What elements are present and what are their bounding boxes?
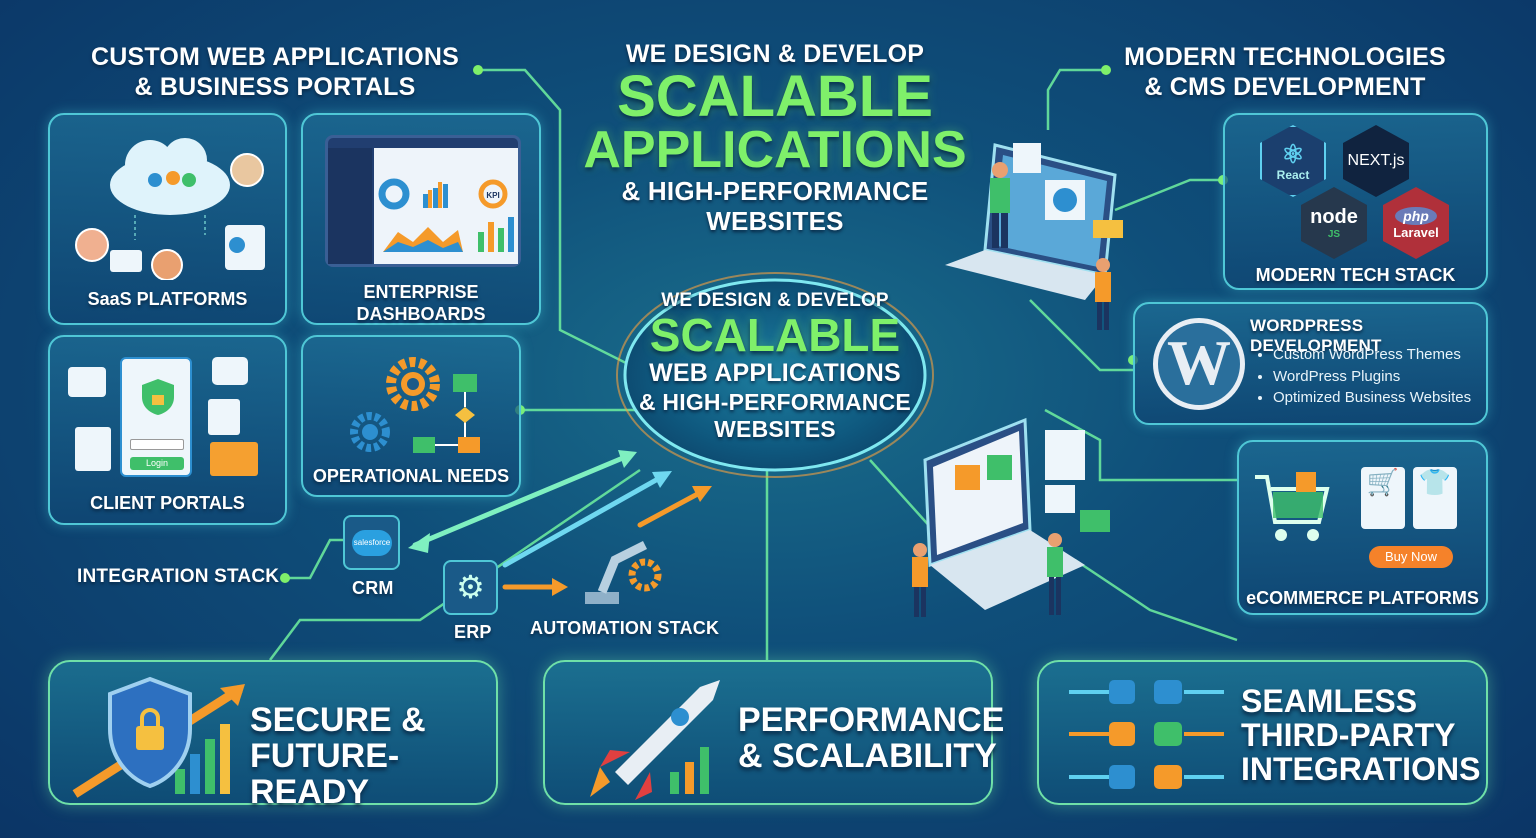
operational-needs-label: OPERATIONAL NEEDS <box>312 466 510 486</box>
operational-needs-card[interactable]: OPERATIONAL NEEDS <box>301 335 521 497</box>
left-heading-line1: CUSTOM WEB APPLICATIONS <box>90 43 460 71</box>
rocket-icon <box>590 680 720 800</box>
tech-stack-card[interactable]: ⚛ React NEXT.js node JS php Laravel MODE… <box>1223 113 1488 290</box>
login-window: Login <box>120 357 192 477</box>
secure-card[interactable]: SECURE & FUTURE-READY <box>48 660 498 810</box>
dashboard-screen: KPI <box>325 135 521 267</box>
mail-icon <box>210 442 258 476</box>
react-logo: ⚛ React <box>1260 125 1326 197</box>
automation-stack-label: AUTOMATION STACK <box>530 618 720 638</box>
hub-scalable: SCALABLE <box>649 309 901 361</box>
hub-line1: WE DESIGN & DEVELOP <box>661 290 889 311</box>
plugs-connectors-icon <box>1069 680 1224 789</box>
performance-title: PERFORMANCE & SCALABILITY <box>738 702 1004 774</box>
wordpress-card[interactable]: W WORDPRESS DEVELOPMENT Custom WordPress… <box>1133 302 1488 425</box>
performance-card[interactable]: PERFORMANCE & SCALABILITY <box>543 660 1004 805</box>
hub-line4: & HIGH-PERFORMANCE <box>639 389 911 415</box>
erp-gear-icon[interactable]: ⚙ <box>443 560 498 615</box>
secure-title-line1: SECURE & <box>250 701 426 739</box>
center-heading-applications: APPLICATIONS <box>583 121 967 179</box>
node-label: node <box>1310 206 1358 228</box>
secure-title-line2: FUTURE-READY <box>250 737 400 811</box>
integrations-title-line1: SEAMLESS <box>1241 683 1418 719</box>
wordpress-list: Custom WordPress Themes WordPress Plugin… <box>1273 344 1471 409</box>
login-button: Login <box>130 457 184 470</box>
hub-line3: WEB APPLICATIONS <box>649 359 901 387</box>
wordpress-item: Custom WordPress Themes <box>1273 344 1471 366</box>
erp-label: ERP <box>454 622 492 642</box>
crm-label: CRM <box>352 578 394 598</box>
saas-platforms-card[interactable]: SaaS PLATFORMS <box>48 113 287 325</box>
client-portals-card[interactable]: Login CLIENT PORTALS <box>48 335 287 525</box>
wordpress-item: WordPress Plugins <box>1273 366 1471 388</box>
node-sub-label: JS <box>1327 229 1341 240</box>
integrations-title-line3: INTEGRATIONS <box>1241 751 1481 787</box>
crm-box[interactable]: salesforce <box>343 515 400 570</box>
integrations-title-line2: THIRD-PARTY <box>1241 717 1456 753</box>
performance-title-line2: & SCALABILITY <box>738 737 997 775</box>
shield-lock-icon <box>142 379 174 415</box>
integrations-card[interactable]: SEAMLESS THIRD-PARTY INTEGRATIONS <box>1037 660 1488 805</box>
nextjs-logo: NEXT.js <box>1343 125 1409 197</box>
wordpress-logo-icon: W <box>1153 318 1245 410</box>
center-heading-line4: & HIGH-PERFORMANCE <box>621 176 929 206</box>
hub-line5: WEBSITES <box>714 416 836 442</box>
nextjs-label: NEXT.js <box>1347 152 1405 169</box>
wordpress-title: WORDPRESS DEVELOPMENT <box>1250 316 1382 355</box>
shopping-cart-icon <box>1255 472 1330 541</box>
center-heading: WE DESIGN & DEVELOP SCALABLE APPLICATION… <box>560 40 990 235</box>
document-icon <box>75 427 111 471</box>
ecommerce-label: eCOMMERCE PLATFORMS <box>1246 588 1479 608</box>
integration-stack-label: INTEGRATION STACK <box>77 566 280 587</box>
php-laravel-logo: php Laravel <box>1383 187 1449 259</box>
left-heading-line2: & BUSINESS PORTALS <box>134 73 416 101</box>
enterprise-dashboards-card[interactable]: KPI ENTERPRISE DASHBOARDS <box>301 113 541 325</box>
react-label: React <box>1276 168 1310 182</box>
center-hub: WE DESIGN & DEVELOP SCALABLE WEB APPLICA… <box>625 290 925 442</box>
salesforce-logo: salesforce <box>352 530 392 556</box>
tech-stack-label: MODERN TECH STACK <box>1255 265 1456 285</box>
kpi-text: KPI <box>486 191 499 200</box>
react-icon: ⚛ <box>1281 139 1305 169</box>
integrations-title: SEAMLESS THIRD-PARTY INTEGRATIONS <box>1241 684 1480 786</box>
enterprise-label-line1: ENTERPRISE <box>363 282 479 302</box>
laravel-label: Laravel <box>1393 224 1439 240</box>
robot-arm-icon <box>585 540 662 604</box>
center-heading-line5: WEBSITES <box>706 206 844 236</box>
enterprise-label-line2: DASHBOARDS <box>356 304 486 324</box>
shield-growth-icon <box>72 676 245 798</box>
ecommerce-card[interactable]: 🛒 👕 Buy Now eCOMMERCE PLATFORMS <box>1237 440 1488 615</box>
right-heading-line1: MODERN TECHNOLOGIES <box>1124 43 1446 71</box>
document-icon <box>208 399 240 435</box>
left-heading: CUSTOM WEB APPLICATIONS & BUSINESS PORTA… <box>70 42 480 102</box>
profile-card-icon <box>68 367 106 397</box>
center-heading-scalable: SCALABLE <box>617 64 933 129</box>
gears-workflow-icon <box>350 357 480 453</box>
wordpress-item: Optimized Business Websites <box>1273 387 1471 409</box>
center-heading-line1: WE DESIGN & DEVELOP <box>625 40 925 68</box>
right-heading-line2: & CMS DEVELOPMENT <box>1144 73 1426 101</box>
nodejs-logo: node JS <box>1301 187 1367 259</box>
product-card-shirt-icon: 👕 <box>1413 467 1457 529</box>
chat-bubble-icon <box>212 357 248 385</box>
developer-laptop-illustration <box>945 143 1123 330</box>
saas-label: SaaS PLATFORMS <box>87 289 248 309</box>
secure-title: SECURE & FUTURE-READY <box>250 702 496 810</box>
performance-title-line1: PERFORMANCE <box>738 701 1005 739</box>
php-label: php <box>1395 206 1437 225</box>
client-portals-label: CLIENT PORTALS <box>90 493 245 513</box>
product-card-cart-icon: 🛒 <box>1361 467 1405 529</box>
cloud-users-icon <box>75 138 265 280</box>
ecommerce-laptop-illustration <box>912 417 1110 617</box>
right-heading: MODERN TECHNOLOGIES & CMS DEVELOPMENT <box>1110 42 1460 102</box>
buy-now-button[interactable]: Buy Now <box>1369 546 1453 568</box>
enterprise-label: ENTERPRISE DASHBOARDS <box>303 281 539 325</box>
